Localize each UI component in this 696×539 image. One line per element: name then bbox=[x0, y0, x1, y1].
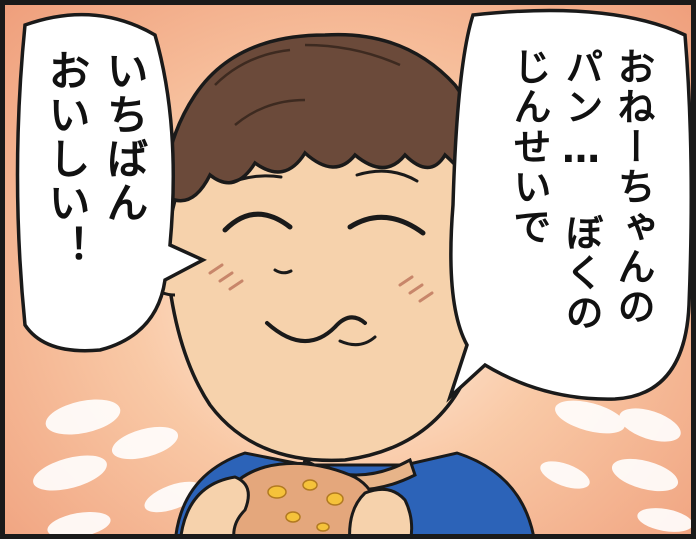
speech-text-left: いちばん おいしい！ bbox=[42, 49, 149, 269]
speech-bubble-left bbox=[15, 12, 207, 353]
comic-illustration bbox=[15, 8, 691, 534]
left-eye bbox=[222, 211, 293, 233]
right-hand bbox=[348, 487, 414, 534]
hair bbox=[161, 32, 483, 241]
left-hand bbox=[179, 475, 250, 534]
right-eye bbox=[347, 214, 426, 236]
mouth bbox=[265, 315, 367, 343]
speech-bubble-right bbox=[446, 8, 691, 403]
sparkle-ovals bbox=[33, 399, 691, 534]
speech-text-right: おねーちゃんの パン… ぼくの じんせいで bbox=[507, 47, 655, 333]
